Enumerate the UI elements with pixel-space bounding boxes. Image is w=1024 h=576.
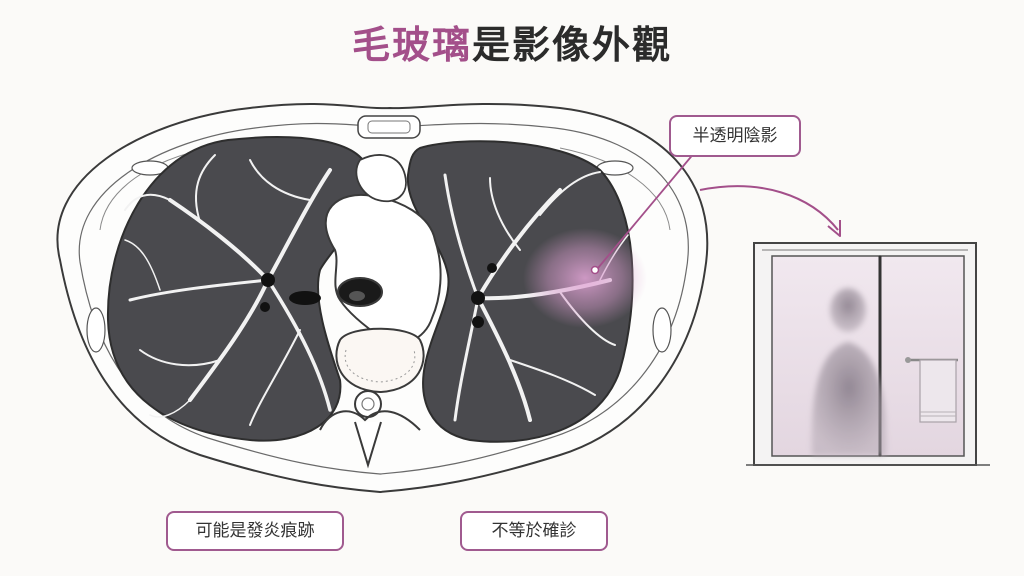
curved-arrow	[699, 185, 839, 231]
chest-cross-section	[56, 102, 709, 494]
hilum-left-1	[261, 273, 275, 287]
ground-glass-opacity	[523, 228, 647, 328]
hilum-left-2	[289, 291, 321, 305]
label-inflammation-text: 可能是發炎痕跡	[195, 521, 315, 541]
frosted-window	[746, 242, 990, 466]
vessels-left	[124, 154, 332, 426]
arrow-head-icon	[827, 220, 841, 237]
spine	[319, 327, 425, 469]
label-not-diagnosis: 不等於確診	[460, 511, 608, 551]
sternum	[357, 115, 421, 139]
bronchus	[349, 291, 365, 301]
hilum-left-3	[260, 302, 270, 312]
towel	[919, 359, 957, 423]
person-silhouette	[811, 288, 887, 456]
label-pointer-line	[597, 151, 696, 269]
label-translucent-shadow: 半透明陰影	[669, 115, 801, 157]
pointer-dot	[590, 265, 600, 275]
title-rest: 是影像外觀	[472, 23, 673, 67]
title-highlight: 毛玻璃	[351, 23, 472, 67]
hilum-right-2	[472, 316, 484, 328]
body-inner-line	[78, 122, 689, 475]
rib-left-1	[86, 307, 106, 353]
hilum-right-1	[471, 291, 485, 305]
heart-vessels	[324, 194, 442, 345]
rib-right-1	[652, 307, 672, 353]
label-translucent-text: 半透明陰影	[692, 126, 778, 146]
hilum-right-3	[487, 263, 497, 273]
label-not-diagnosis-text: 不等於確診	[491, 521, 577, 541]
aorta	[355, 154, 407, 203]
page-title: 毛玻璃是影像外觀	[0, 14, 1024, 69]
label-possible-inflammation: 可能是發炎痕跡	[166, 511, 344, 551]
muscle-line-right	[559, 147, 671, 231]
